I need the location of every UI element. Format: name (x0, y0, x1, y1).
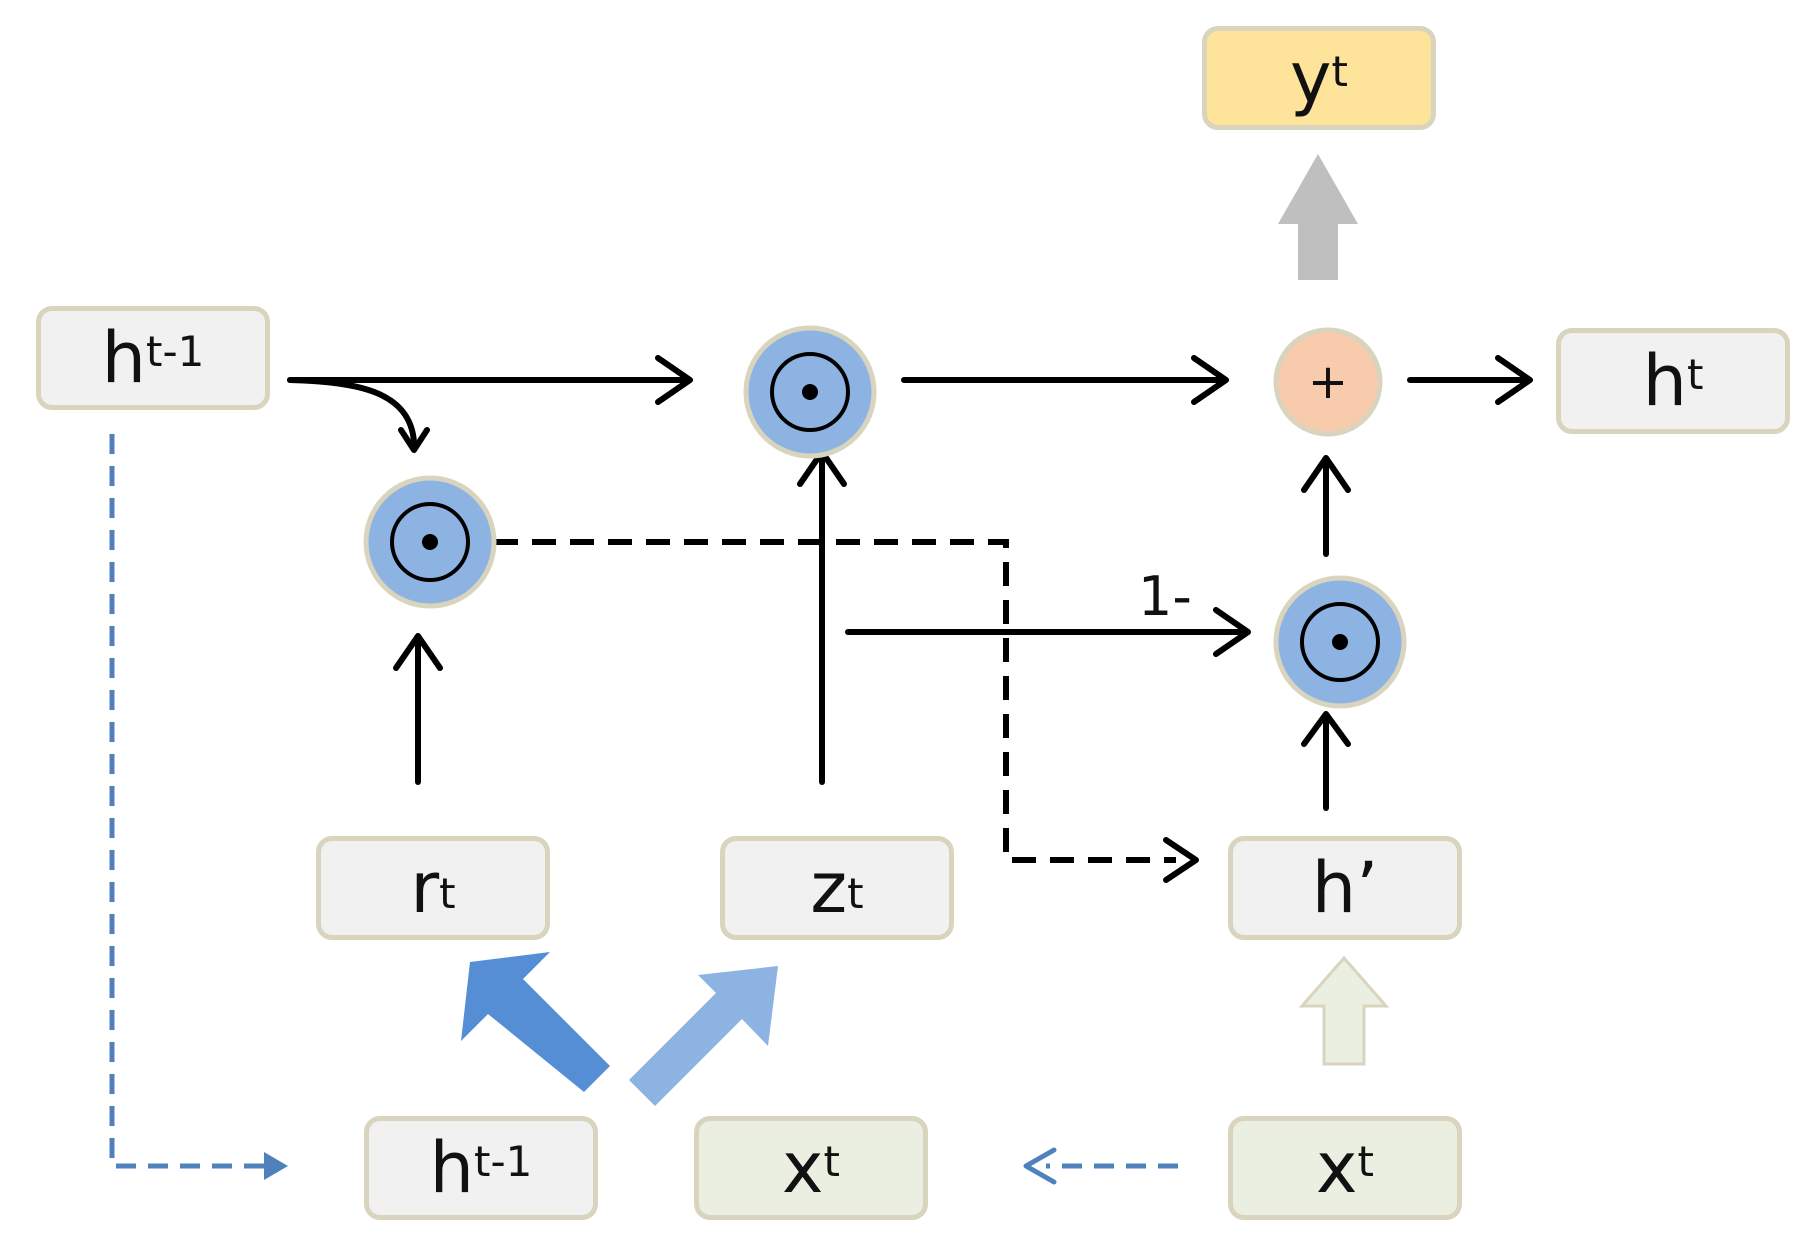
arrowhead (1023, 1147, 1057, 1185)
x-input-left-base: x (782, 1127, 824, 1209)
dashed-blue-hprev-to-bottom (109, 434, 270, 1169)
h-prev-top-sup: t-1 (146, 327, 205, 376)
arrowhead (393, 633, 443, 671)
arrowhead (1301, 455, 1351, 493)
one-minus-label: 1- (1138, 565, 1192, 628)
arrow-hprev-to-reset-mult (287, 377, 417, 445)
update-gate-input-arrow (629, 966, 778, 1106)
output-arrow (1278, 154, 1358, 280)
h-output-base: h (1642, 340, 1687, 422)
arrowhead (1495, 355, 1533, 405)
candidate-input-arrow (1298, 955, 1390, 1066)
update-multiply-node (743, 325, 877, 459)
reset-multiply-node (363, 475, 497, 609)
arrowhead (655, 355, 693, 405)
arrowhead (264, 1152, 288, 1180)
y-output-sup: t (1331, 47, 1348, 96)
plus-operator: + (1308, 354, 1348, 410)
arrowhead (1163, 837, 1199, 883)
candidate-multiply-node (1273, 575, 1407, 709)
arrowhead (1191, 355, 1229, 405)
update-gate-base: z (810, 847, 848, 929)
dashed-reset-to-candidate (494, 539, 1176, 863)
candidate-state-box: h’ (1228, 836, 1462, 940)
arrowhead (398, 427, 430, 453)
h-prev-top-base: h (101, 317, 146, 399)
x-input-right-base: x (1316, 1127, 1358, 1209)
reset-gate-sub: t (439, 869, 456, 918)
x-input-right-sup: t (1357, 1137, 1374, 1186)
arrowhead (1213, 607, 1251, 657)
x-input-left-sup: t (823, 1137, 840, 1186)
h-prev-bottom-base: h (429, 1127, 474, 1209)
candidate-state-base: h’ (1311, 847, 1379, 929)
arrowhead (1301, 711, 1351, 747)
plus-node: + (1273, 327, 1383, 437)
h-prev-bottom-sup: t-1 (474, 1137, 533, 1186)
y-output-base: y (1290, 37, 1332, 119)
reset-gate-base: r (410, 847, 440, 929)
h-output-sup: t (1686, 350, 1704, 399)
reset-gate-input-arrow (461, 952, 610, 1092)
update-gate-sub: t (847, 869, 864, 918)
